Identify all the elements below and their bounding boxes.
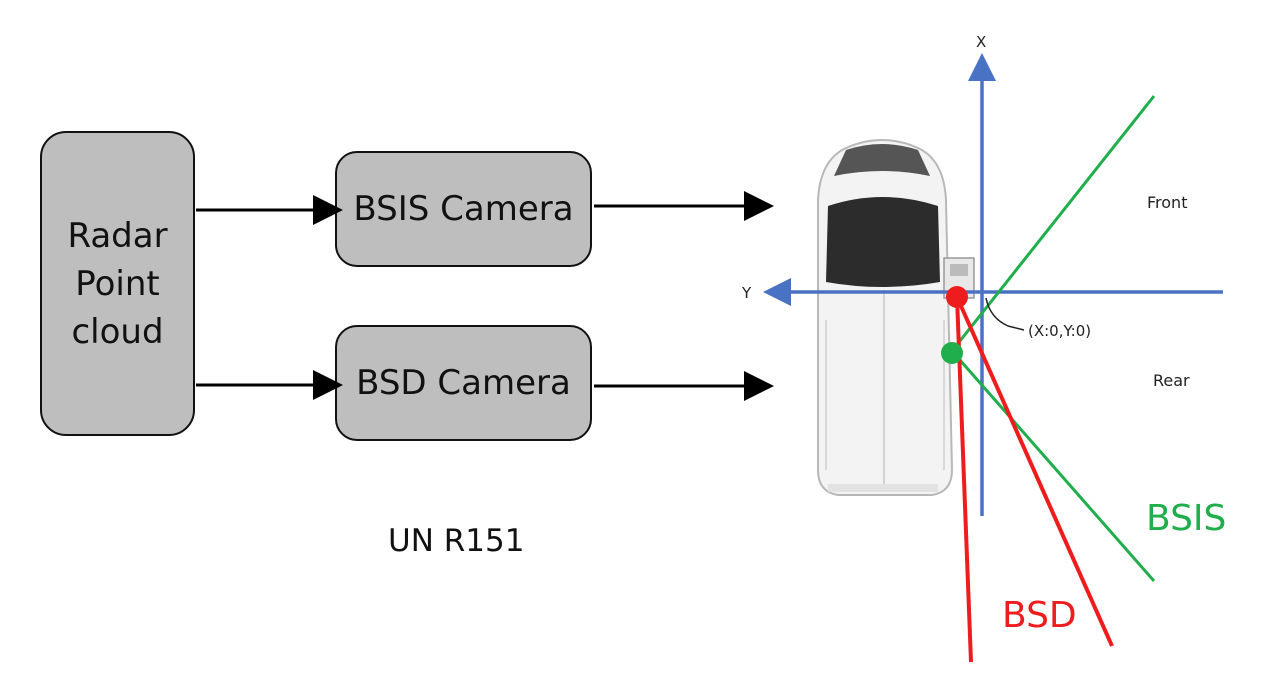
bsis-boundary-line-front <box>950 95 1156 352</box>
bsis-label: BSIS <box>1146 498 1226 539</box>
bsd-boundary-line-outer <box>955 296 1114 647</box>
bsd-camera-box: BSD Camera <box>335 325 592 441</box>
bsis-boundary-line-rear <box>950 350 1156 582</box>
bsd-label: BSD <box>1002 595 1077 636</box>
radar-point-cloud-label: Radar Point cloud <box>67 215 168 352</box>
bsis-sensor-point <box>941 342 963 364</box>
y-axis-label: Y <box>741 284 752 302</box>
x-axis-label: X <box>976 33 986 51</box>
bsis-camera-label: BSIS Camera <box>353 189 574 229</box>
bsd-camera-label: BSD Camera <box>356 363 571 403</box>
van-top-view <box>817 139 975 496</box>
rear-label: Rear <box>1153 371 1190 390</box>
bsd-sensor-point <box>946 286 968 308</box>
front-label: Front <box>1147 193 1187 212</box>
origin-label: (X:0,Y:0) <box>1028 322 1091 340</box>
radar-point-cloud-box: Radar Point cloud <box>40 131 195 436</box>
origin-leader-line <box>985 297 1025 331</box>
standard-label: UN R151 <box>388 523 525 559</box>
